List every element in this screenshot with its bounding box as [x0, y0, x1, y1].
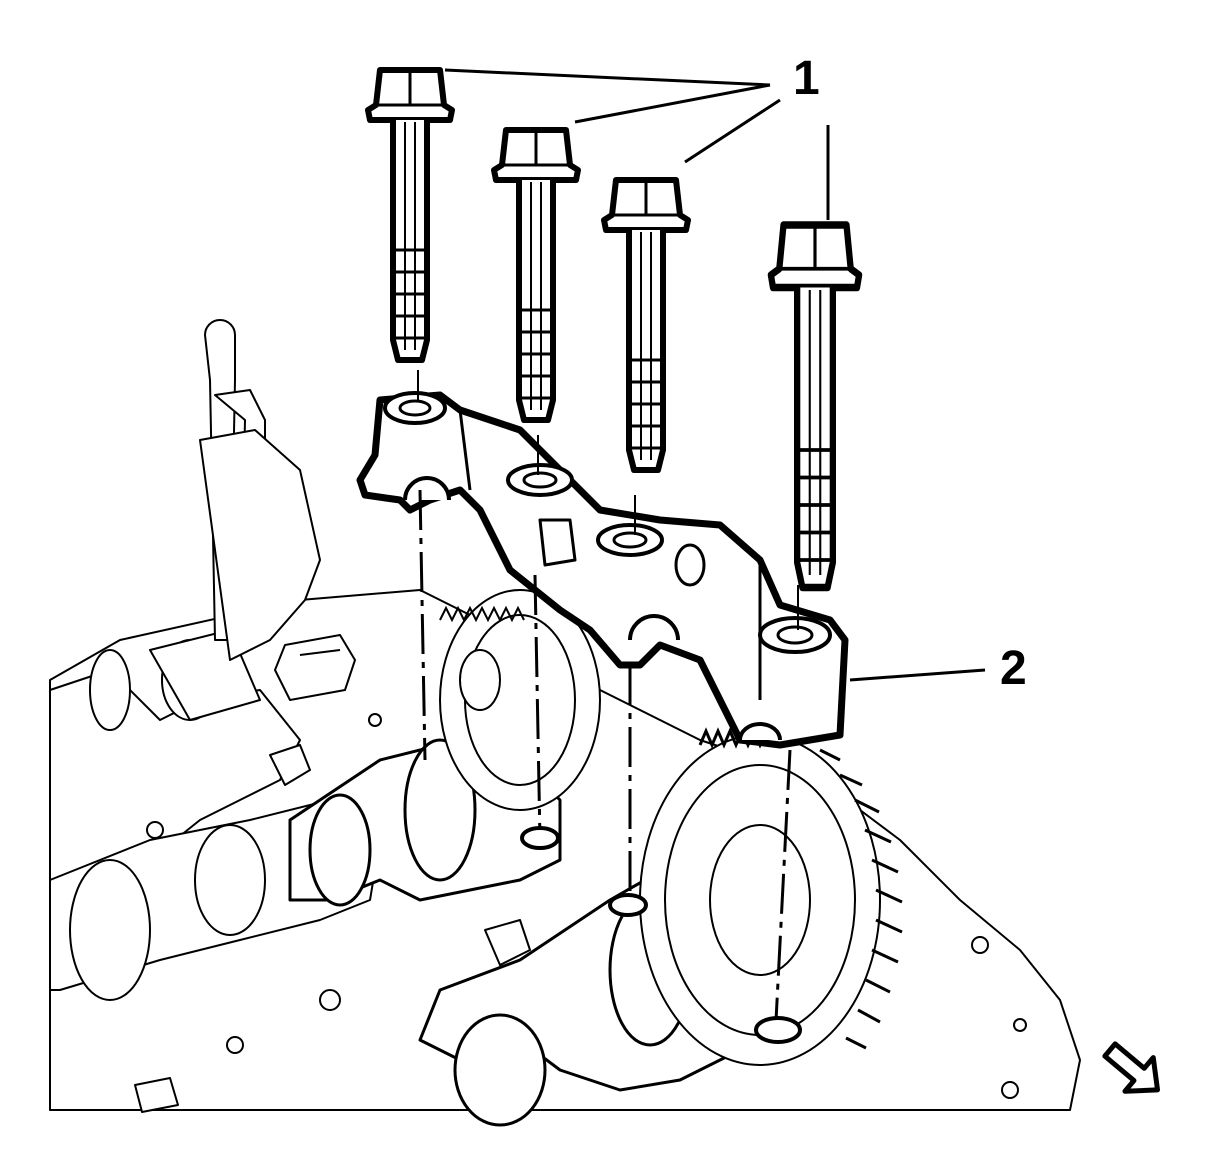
leader-lines: [444, 68, 986, 682]
callout-2: 2: [1000, 642, 1027, 695]
bolt-holes: [520, 826, 802, 1044]
bolt-2: [494, 130, 578, 420]
callout-1: 1: [793, 52, 820, 105]
alignment-lines: [418, 489, 792, 1041]
bolt-insertion-lines: [417, 370, 799, 630]
direction-arrow-icon: [1102, 1041, 1160, 1094]
bolt-1: [368, 70, 452, 360]
bolt-4: [771, 225, 859, 588]
bolt-3: [604, 180, 688, 470]
bearing-cap: [356, 391, 849, 749]
